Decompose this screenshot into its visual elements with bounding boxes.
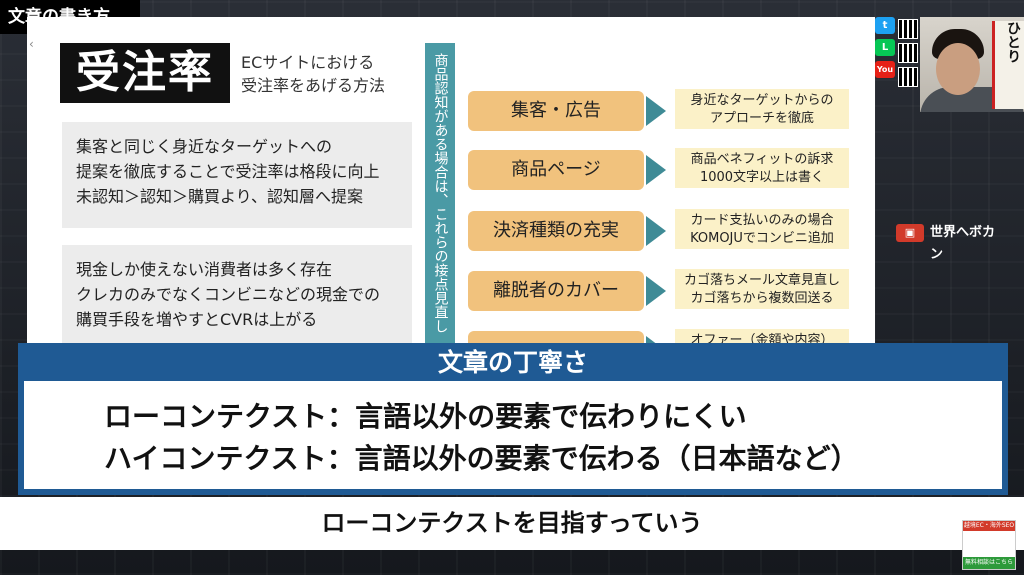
subtitle-text: ローコンテクストを目指すっていう: [321, 509, 703, 537]
flow-pill: 商品ページ: [468, 150, 644, 190]
flow-desc: 身近なターゲットからの アプローチを徹底: [675, 89, 849, 129]
collapse-icon[interactable]: ‹: [29, 37, 34, 51]
flow-pill: 集客・広告: [468, 91, 644, 131]
slide-subtitle-line: ECサイトにおける: [241, 53, 375, 72]
promo-banner[interactable]: 越境EC・海外SEO 無料相談はこちら: [962, 520, 1016, 570]
youtube-icon[interactable]: You: [875, 61, 895, 78]
flow-desc-line: KOMOJUでコンビニ追加: [690, 231, 834, 246]
flow-desc: 商品ベネフィットの訴求 1000文字以上は書く: [675, 148, 849, 188]
qr-code-icon: [898, 67, 918, 87]
info-line: 集客と同じく身近なターゲットへの: [76, 137, 333, 156]
qr-code-icon: [898, 43, 918, 63]
flow-desc: カゴ落ちメール文章見直し カゴ落ちから複数回送る: [675, 269, 849, 309]
vertical-label: 商品認知がある場合は、これらの接点見直し: [425, 43, 455, 347]
arrow-right-icon: [646, 336, 666, 347]
presenter-face: [936, 43, 980, 95]
channel-name: 世界へボカン: [930, 225, 996, 262]
chat-bubble-icon: ▣: [896, 224, 924, 242]
slide-title: 受注率: [60, 43, 230, 103]
line-icon[interactable]: L: [875, 39, 895, 56]
social-icons: t L You: [875, 17, 895, 83]
caption-title: 文章の丁寧さ: [437, 348, 588, 377]
info-line: 購買手段を増やすとCVRは上がる: [76, 310, 318, 329]
slide-subtitle: ECサイトにおける 受注率をあげる方法: [241, 51, 385, 97]
info-line: 未認知＞認知＞購買より、認知層へ提案: [76, 187, 364, 206]
info-line: クレカのみでなくコンビニなどの現金での: [76, 285, 381, 304]
info-box-1: 集客と同じく身近なターゲットへの 提案を徹底することで受注率は格段に向上 未認知…: [62, 122, 412, 228]
book-cover: ひとり: [992, 21, 1024, 109]
flow-desc-line: 商品ベネフィットの訴求: [690, 152, 834, 167]
info-line: 現金しか使えない消費者は多く存在: [76, 260, 333, 279]
flow-desc-line: 1000文字以上は書く: [699, 170, 825, 185]
channel-logo: ▣ 世界へボカン: [896, 222, 1006, 262]
slide-subtitle-line: 受注率をあげる方法: [241, 76, 386, 95]
flow-pill: 決済種類の充実: [468, 211, 644, 251]
arrow-right-icon: [646, 276, 666, 306]
flow-pill: 離脱者のカバー: [468, 271, 644, 311]
flow-desc-line: 身近なターゲットからの: [690, 93, 834, 108]
caption-line: ローコンテクスト：言語以外の要素で伝わりにくい: [104, 400, 747, 433]
caption-panel: 文章の丁寧さ ローコンテクスト：言語以外の要素で伝わりにくい ハイコンテクスト：…: [18, 343, 1008, 495]
twitter-icon[interactable]: t: [875, 17, 895, 34]
arrow-right-icon: [646, 155, 666, 185]
info-line: 提案を徹底することで受注率は格段に向上: [76, 162, 380, 181]
flow-desc-line: カード支払いのみの場合: [690, 213, 834, 228]
arrow-right-icon: [646, 216, 666, 246]
subtitle-bar: ローコンテクストを目指すっていう: [0, 497, 1024, 550]
caption-line: ハイコンテクスト：言語以外の要素で伝わる（日本語など）: [104, 442, 859, 475]
qr-code-icon: [898, 19, 918, 39]
flow-desc: カード支払いのみの場合 KOMOJUでコンビニ追加: [675, 209, 849, 249]
flow-desc-line: カゴ落ちメール文章見直し: [683, 273, 840, 288]
presentation-slide: ‹ 受注率 ECサイトにおける 受注率をあげる方法 集客と同じく身近なターゲット…: [27, 17, 875, 347]
promo-top-text: 越境EC・海外SEO: [963, 521, 1015, 531]
flow-desc-line: カゴ落ちから複数回送る: [690, 291, 834, 306]
arrow-right-icon: [646, 96, 666, 126]
promo-bottom-text: 無料相談はこちら: [963, 557, 1015, 569]
webcam-feed: ひとり: [920, 17, 1024, 112]
flow-desc-line: アプローチを徹底: [709, 111, 814, 126]
caption-body: ローコンテクスト：言語以外の要素で伝わりにくい ハイコンテクスト：言語以外の要素…: [24, 381, 1002, 489]
info-box-2: 現金しか使えない消費者は多く存在 クレカのみでなくコンビニなどの現金での 購買手…: [62, 245, 412, 347]
